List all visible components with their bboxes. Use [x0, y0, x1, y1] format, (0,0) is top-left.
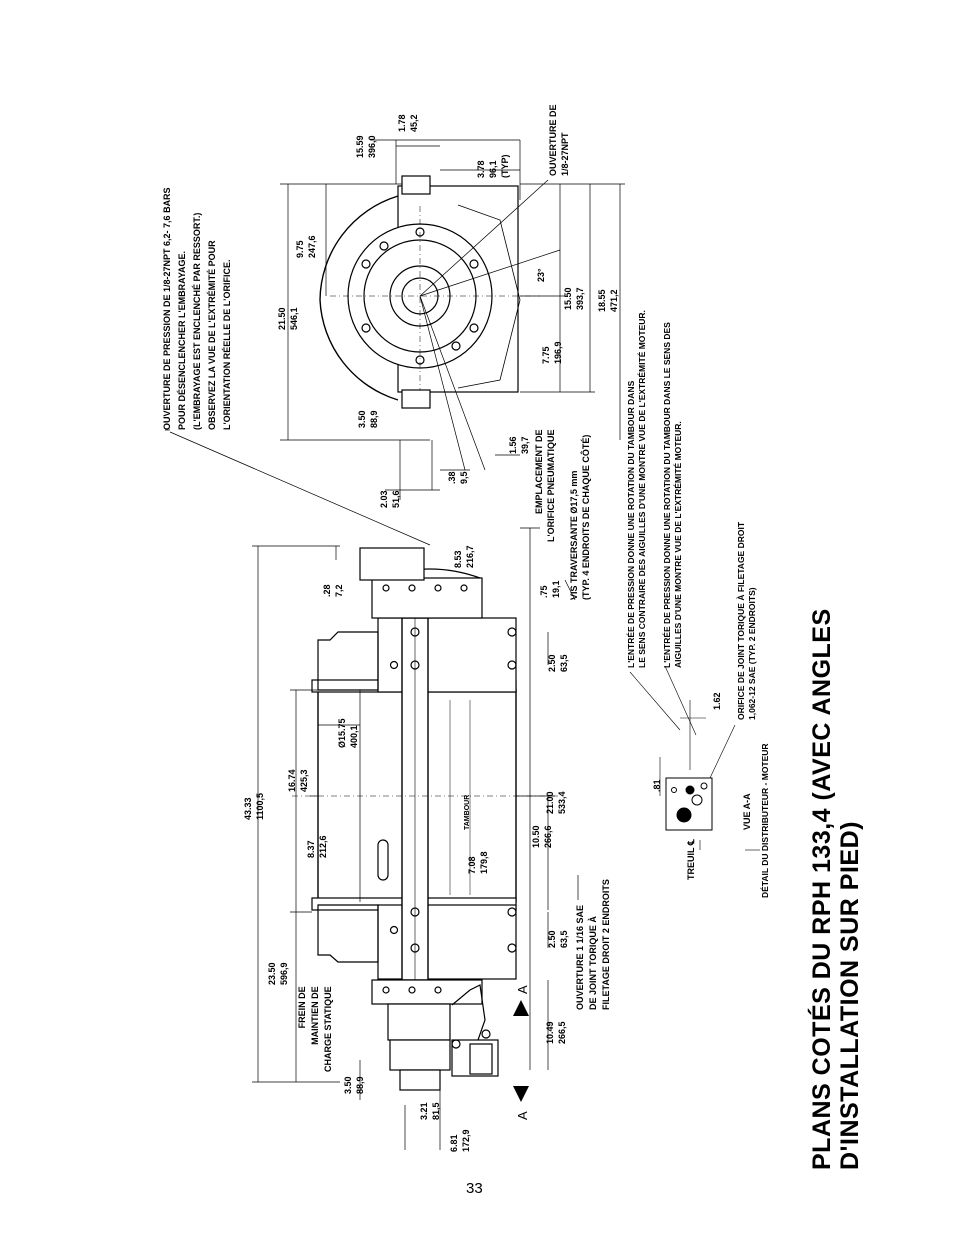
detail-title: DÉTAIL DU DISTRIBUTEUR - MOTEUR	[760, 743, 770, 898]
dim-3-50-top: 3.50 88,9	[357, 410, 379, 428]
dim-43-33: 43.33 1100,5	[243, 792, 265, 820]
dim-0-81: .81	[652, 779, 662, 792]
treuil-label: TREUIL ℄	[686, 839, 696, 880]
dim-15-50: 15.50 393,7	[563, 287, 585, 310]
dim-9-75: 9.75 247,6	[295, 235, 317, 258]
dim-23-50: 23.50 596,9	[267, 962, 289, 985]
dim-21-00: 21.00 533,4	[545, 791, 567, 814]
side-view	[311, 547, 517, 1091]
dim-21-50: 21.50 546,1	[277, 307, 299, 330]
opening-label: OUVERTURE DE 1/8-27NPT	[548, 104, 570, 176]
dim-15-75: Ø15.75 400,1	[337, 718, 359, 748]
brake-label: FREIN DE MAINTIEN DE CHARGE STATIQUE	[297, 986, 333, 1072]
end-view-centerlines	[330, 206, 540, 390]
dim-8-37: 8.37 212,6	[306, 835, 328, 858]
bolt-label: VIS TRAVERSANTE Ø17,5 mm (TYP. 4 ENDROIT…	[569, 434, 591, 600]
page-title: PLANS COTÉS DU RPH 133,4 (AVEC ANGLES D'…	[808, 608, 864, 1170]
dim-0-75: .75 19,1	[539, 580, 561, 598]
sae-port-label: OUVERTURE 1 1/16 SAE DE JOINT TORIQUE À …	[575, 879, 611, 1010]
dim-3-50-bot: 3.50 88,9	[343, 1076, 365, 1094]
dim-2-50-bot: 2.50 63,5	[547, 930, 569, 948]
dim-8-53: 8.53 216,7	[453, 545, 475, 568]
detail-view	[629, 665, 760, 851]
pressure-port-note: OUVERTURE DE PRESSION DE 1/8-27NPT 6,2- …	[162, 187, 232, 430]
dim-0-28: .28 7,2	[322, 584, 344, 597]
end-view-dimensions	[165, 139, 625, 546]
dim-3-21: 3.21 81,5	[419, 1102, 441, 1120]
dim-7-08: 7.08 179,8	[467, 851, 489, 874]
section-letter-a-bottom: A	[515, 1111, 530, 1120]
ccw-rotation-note: L'ENTRÉE DE PRESSION DONNE UNE ROTATION …	[626, 310, 647, 668]
dim-0-38: .38 9,5	[447, 471, 469, 484]
dim-2-03: 2.03 51,6	[379, 490, 401, 508]
dim-1-78: 1.78 45,2	[397, 114, 419, 132]
cw-rotation-note: L'ENTRÉE DE PRESSION DONNE UNE ROTATION …	[662, 322, 683, 668]
oring-port-label: ORIFICE DE JOINT TORIQUE À FILETAGE DROI…	[736, 521, 757, 720]
section-letter-a-top: A	[515, 985, 530, 994]
page-number: 33	[466, 1180, 483, 1197]
dim-16-74: 16.74 425,3	[287, 769, 309, 792]
dim-15-59: 15.59 396,0	[355, 135, 377, 158]
tambour-label: TAMBOUR	[464, 794, 471, 830]
dim-7-75: 7.75 196,9	[541, 341, 563, 364]
dim-10-50: 10.50 266,6	[531, 825, 553, 848]
pneumatic-label: EMPLACEMENT DE L'ORIFICE PNEUMATIQUE	[534, 429, 556, 542]
dim-3-78: 3.78 96,1 (TYP)	[476, 154, 510, 179]
dim-1-56: 1.56 39,7	[508, 436, 530, 454]
dim-2-50-top: 2.50 63,5	[547, 654, 569, 672]
angle-23: 23°	[536, 268, 546, 282]
section-markers	[513, 1000, 529, 1102]
dim-10-49: 10.49 266,5	[545, 1021, 567, 1044]
dim-1-62: 1.62	[712, 692, 722, 710]
vue-a-a-label: VUE A-A	[742, 793, 752, 830]
dim-18-55: 18.55 471,2	[597, 289, 619, 312]
dim-6-81: 6.81 172,9	[449, 1129, 471, 1152]
